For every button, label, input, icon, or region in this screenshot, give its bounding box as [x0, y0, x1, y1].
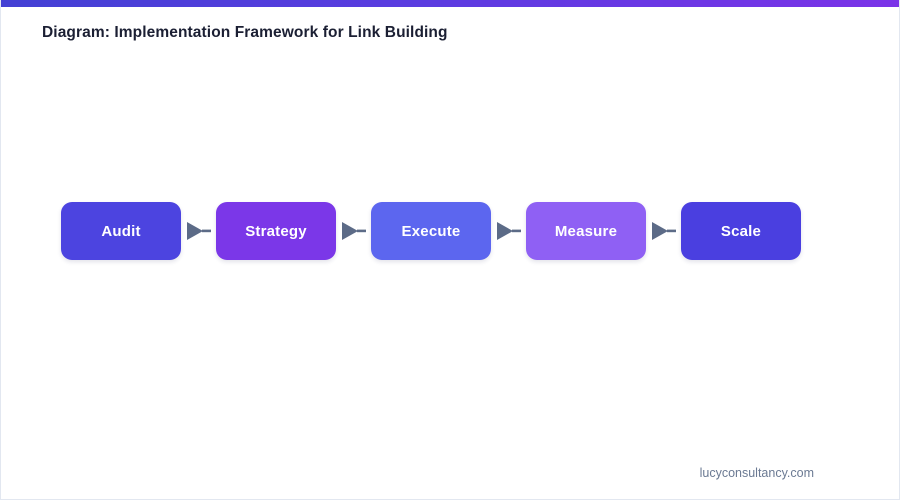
flow-step-label: Strategy — [245, 222, 307, 240]
flow-step-label: Audit — [101, 222, 141, 240]
flow-step-label: Execute — [401, 222, 461, 240]
arrow-right-icon — [496, 222, 521, 240]
page-title: Diagram: Implementation Framework for Li… — [42, 24, 448, 41]
arrow-right-icon — [651, 222, 676, 240]
flow-step-audit[interactable]: Audit — [61, 202, 181, 260]
flow-step-execute[interactable]: Execute — [371, 202, 491, 260]
flow-step-scale[interactable]: Scale — [681, 202, 801, 260]
flow-connector-2 — [336, 202, 371, 260]
arrow-right-icon — [341, 222, 366, 240]
flow-connector-1 — [181, 202, 216, 260]
flow-step-strategy[interactable]: Strategy — [216, 202, 336, 260]
flow-connector-4 — [646, 202, 681, 260]
top-accent-bar — [1, 0, 899, 7]
flow-step-label: Measure — [554, 222, 618, 240]
arrow-right-icon — [186, 222, 211, 240]
flow-connector-3 — [491, 202, 526, 260]
flow-step-measure[interactable]: Measure — [526, 202, 646, 260]
flow-step-label: Scale — [720, 222, 762, 240]
source-attribution: lucyconsultancy.com — [699, 466, 814, 480]
process-flow: Audit Strategy Execute — [61, 202, 801, 260]
